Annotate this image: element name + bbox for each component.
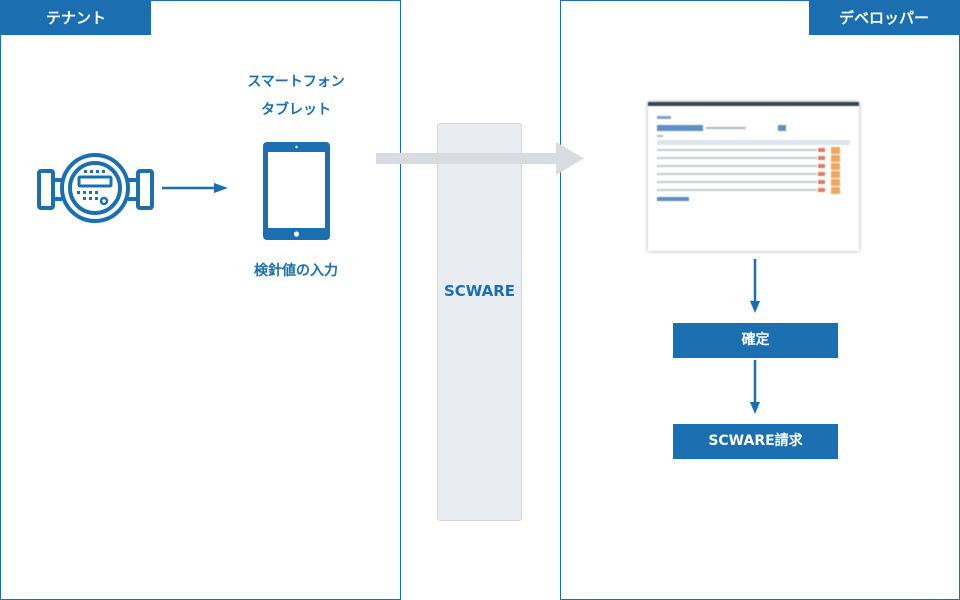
device-label-smartphone: スマートフォン xyxy=(247,74,345,90)
scware-bar: SCWARE xyxy=(437,123,522,521)
water-meter-icon xyxy=(37,153,154,223)
tablet-icon xyxy=(263,142,330,240)
arrow-right-icon xyxy=(162,183,228,193)
tenant-panel: テナント xyxy=(0,0,401,600)
device-label-tablet: タブレット xyxy=(261,102,331,118)
developer-screen-thumbnail xyxy=(648,102,859,251)
tenant-title: テナント xyxy=(1,1,151,35)
billing-step: SCWARE請求 xyxy=(673,424,838,459)
flow-arrow-gray xyxy=(376,142,584,175)
confirm-step: 確定 xyxy=(673,323,838,358)
arrow-down-icon xyxy=(750,259,760,313)
meter-input-label: 検針値の入力 xyxy=(254,263,338,279)
water-meter-dots xyxy=(77,170,105,200)
arrow-down-icon xyxy=(750,360,760,414)
scware-bar-label: SCWARE xyxy=(443,282,516,300)
developer-title: デベロッパー xyxy=(809,1,959,35)
device-label: スマートフォン タブレット xyxy=(236,68,356,124)
screen-thumbnail-graphic xyxy=(648,102,859,201)
